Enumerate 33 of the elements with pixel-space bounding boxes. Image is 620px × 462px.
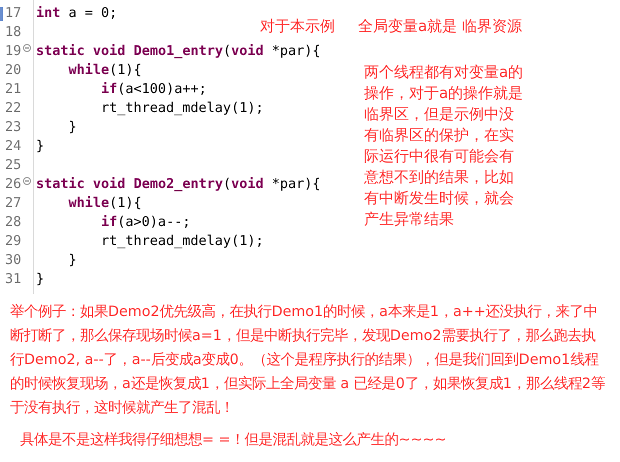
line-number: 29 [5, 233, 22, 249]
line-number: 24 [5, 138, 22, 154]
line-number: 25 [5, 157, 22, 173]
code-line: } [68, 252, 77, 268]
closing-note: 具体是不是这样我得仔细想想= =！但是混乱就是这么产生的~~~~ [20, 431, 446, 450]
annotation-text: 对于本示例 [260, 16, 335, 36]
line-number: 20 [5, 62, 22, 78]
line-number: 26 [5, 176, 22, 192]
line-number: 22 [5, 100, 22, 116]
code-line: while(1){ [68, 62, 142, 78]
code-line: } [68, 119, 77, 135]
example-paragraph: 举个例子：如果Demo2优先级高，在执行Demo1的时候，a本来是1，a++还没执行，来了中断打断了，那么保存现场时候a=1，但是中断执行完毕，发现Demo2需要执行了，那么跑去执行Demo2, a--了，a--后变成a变成0。（这个是程序执行的结果），但是我们回到Demo1线程的时候恢复现场，a还是恢复成1，但实际上全局变量 a 已经是0了，如果恢复成1，那么线程2等于没有执行，这时候就产生了混乱！ [10, 302, 605, 418]
line-number: 27 [5, 195, 22, 211]
line-number: 28 [5, 214, 22, 230]
code-line: static void Demo2_entry(void *par){ [36, 176, 321, 192]
code-line: static void Demo1_entry(void *par){ [36, 43, 321, 59]
line-number: 17 [5, 5, 22, 21]
line-number: 23 [5, 119, 22, 135]
annotation-text: 全局变量a就是 临界资源 [358, 16, 522, 36]
line-number: 19 [5, 43, 22, 59]
code-line: rt_thread_mdelay(1); [100, 100, 264, 116]
line-number: 31 [5, 271, 22, 287]
code-line: } [36, 271, 44, 287]
code-line: } [36, 138, 44, 154]
annotation-paragraph: 两个线程都有对变量a的操作，对于a的操作就是临界区，但是示例中没有临界区的保护，在实际运行中很有可能会有意想不到的结果，比如有中断发生时候，就会产生异常结果 [364, 62, 524, 230]
line-number: 30 [5, 252, 22, 268]
code-line: if(a>0)a--; [100, 214, 190, 230]
line-number: 18 [5, 24, 22, 40]
line-number: 21 [5, 81, 22, 97]
code-line: while(1){ [68, 195, 142, 211]
code-line: int a = 0; [36, 5, 118, 21]
code-line: rt_thread_mdelay(1); [100, 233, 264, 249]
code-line: if(a<100)a++; [100, 81, 207, 97]
